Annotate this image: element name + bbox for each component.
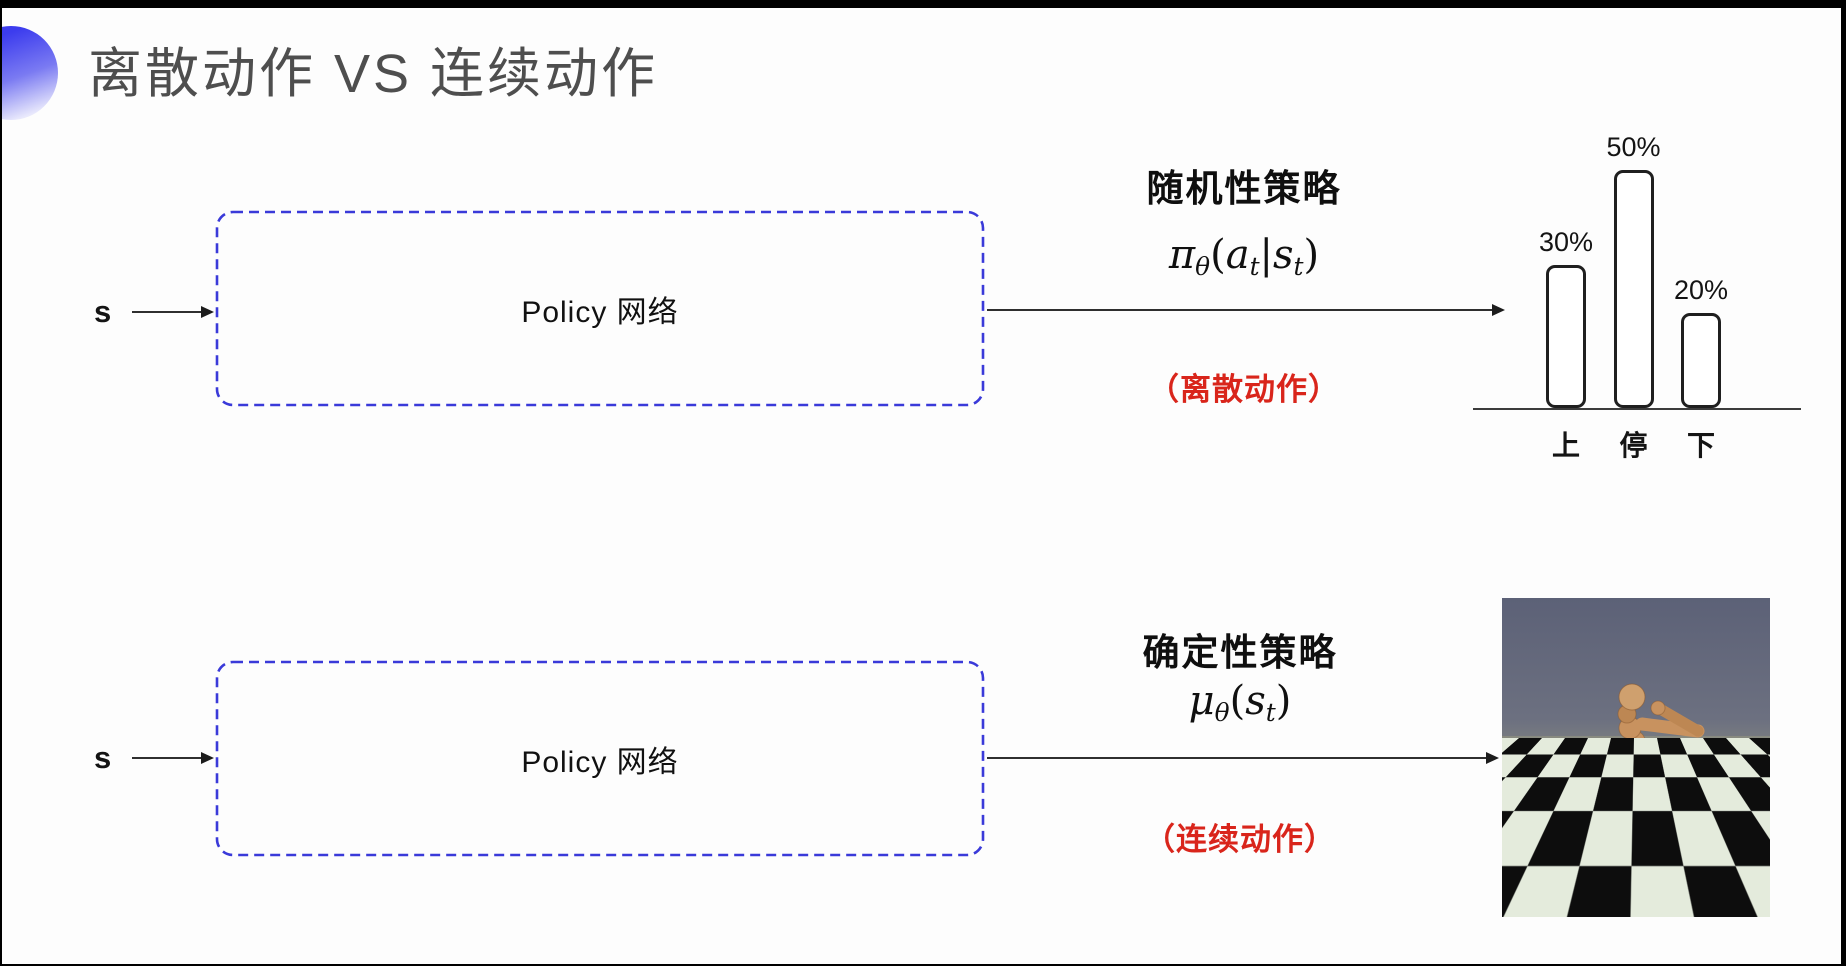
stochastic-policy-title: 随机性策略 <box>1074 158 1414 212</box>
discrete-action-note: （离散动作） <box>1074 364 1414 409</box>
policy-network-label-top: Policy 网络 <box>215 210 985 407</box>
policy-network-box-bottom: Policy 网络 <box>215 660 985 857</box>
bar-group: 50% <box>1614 132 1654 408</box>
arrow-policy-to-distribution <box>987 309 1493 311</box>
bar-category-label: 下 <box>1679 424 1723 464</box>
policy-network-label-bottom: Policy 网络 <box>215 660 985 857</box>
arrow-state-to-policy-top <box>132 311 202 313</box>
chart-axis-baseline <box>1473 408 1801 410</box>
state-label-top: s <box>94 292 111 332</box>
bar-value-label: 50% <box>1606 132 1660 163</box>
continuous-action-note: （连续动作） <box>1070 814 1410 859</box>
deterministic-policy-formula: μθ(st) <box>1070 678 1410 727</box>
title-bullet-icon <box>2 26 58 120</box>
bar <box>1614 170 1654 408</box>
deterministic-policy-title: 确定性策略 <box>1070 622 1410 676</box>
bar-group: 20% <box>1681 275 1721 408</box>
bar-value-label: 20% <box>1674 275 1728 306</box>
bar-value-label: 30% <box>1539 227 1593 258</box>
bar-chart: 30% 上 50% 停 20% 下 <box>1471 98 1803 470</box>
policy-network-box-top: Policy 网络 <box>215 210 985 407</box>
bar-category-label: 停 <box>1612 424 1656 464</box>
arrow-state-to-policy-bottom <box>132 757 202 759</box>
slide: 离散动作 VS 连续动作 s Policy 网络 随机性策略 πθ(at|st)… <box>2 8 1841 964</box>
bar <box>1681 313 1721 408</box>
humanoid-simulation-image <box>1502 598 1770 917</box>
arrow-policy-to-action <box>987 757 1487 759</box>
slide-title: 离散动作 VS 连续动作 <box>88 42 658 106</box>
state-label-bottom: s <box>94 738 111 778</box>
humanoid-robot <box>1502 598 1770 917</box>
bar <box>1546 265 1586 408</box>
bar-group: 30% <box>1546 227 1586 408</box>
bar-category-label: 上 <box>1544 424 1588 464</box>
stochastic-policy-formula: πθ(at|st) <box>1074 232 1414 281</box>
